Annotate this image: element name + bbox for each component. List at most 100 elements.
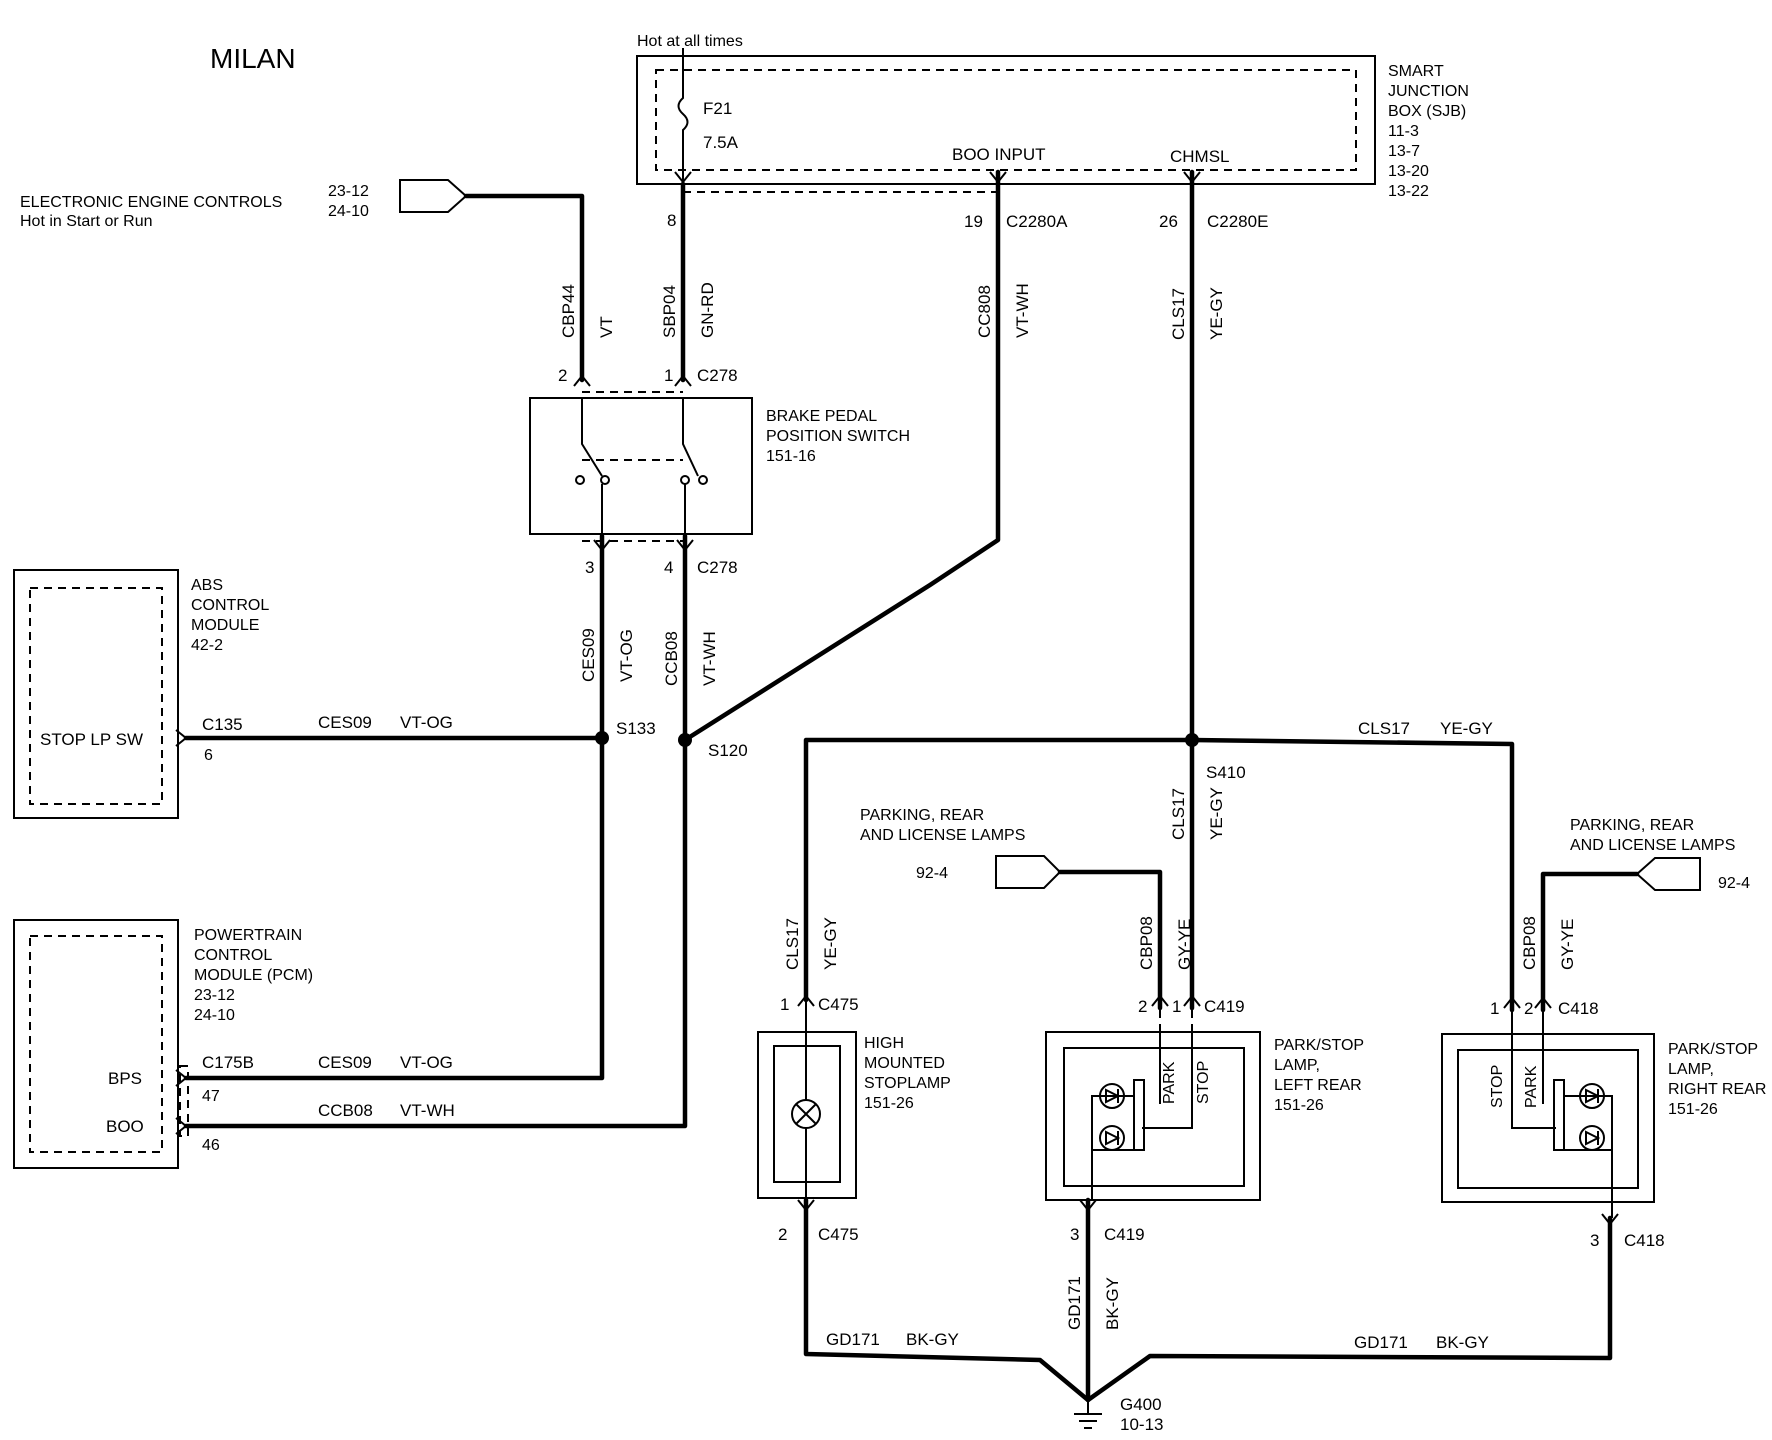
right-park-label: PARK	[1523, 1065, 1540, 1108]
connector-c418-top: C418	[1558, 999, 1599, 1018]
left-lamp-inner	[1063, 1047, 1245, 1187]
connector-c278-bottom: C278	[697, 558, 738, 577]
splice-s133-dot	[595, 731, 609, 745]
chmsl-wire-cls17: CLS17	[783, 918, 802, 970]
abs-inner-outline	[29, 587, 163, 805]
left-led-park-icon	[1099, 1083, 1125, 1109]
bpp-switch-terminal-3	[680, 475, 690, 485]
left-feed-ref: 92-4	[916, 865, 948, 882]
left-pin-3: 3	[1070, 1225, 1079, 1244]
s410-wire-cls17: CLS17	[1358, 719, 1410, 738]
right-label-line-1: PARK/STOP	[1668, 1041, 1758, 1058]
ground-color-left: BK-GY	[906, 1330, 959, 1349]
abs-label-line-2: CONTROL	[191, 597, 269, 614]
ground-g400: GD171 BK-GY GD171 BK-GY GD171 BK-GY G400…	[826, 1276, 1489, 1434]
right-label-line-4: 151-26	[1668, 1101, 1718, 1118]
brake-pedal-position-switch: 2 1 C278 BRAKE PEDAL POSITION SWITCH 151…	[529, 366, 910, 577]
sjb-label: SMART JUNCTION BOX (SJB) 11-3 13-7 13-20…	[1388, 63, 1469, 200]
wire-cls17-chmsl	[803, 737, 1195, 1003]
fuse-f21-name: F21	[703, 99, 732, 118]
chmsl-in-arrow	[797, 994, 815, 1007]
sjb-pin-8: 8	[667, 211, 676, 230]
pcm-label-line-2: CONTROL	[194, 947, 272, 964]
sjb-label-line-5: 13-7	[1388, 143, 1420, 160]
sjb-label-line-1: SMART	[1388, 63, 1444, 80]
abs-wire-ces09: CES09	[318, 713, 372, 732]
label-cbp44: CBP44	[559, 284, 578, 338]
pcm-pin-boo: BOO	[106, 1117, 144, 1136]
wire-cls17-right	[1189, 737, 1515, 1013]
pcm-wire-vt-og: VT-OG	[400, 1053, 453, 1072]
eec-label-line-2: Hot in Start or Run	[20, 213, 153, 230]
label-vt: VT	[597, 316, 616, 338]
smart-junction-box: Hot at all times F21 7.5A BOO INPUT CHMS…	[636, 33, 1469, 231]
chmsl-label-line-1: HIGH	[864, 1035, 904, 1052]
right-wire-gy-ye: GY-YE	[1558, 919, 1577, 970]
right-led-stop-icon	[1579, 1125, 1605, 1151]
pcm-wire-ces09: CES09	[318, 1053, 372, 1072]
splice-s410-label: S410	[1206, 763, 1246, 782]
eec-label-line-1: ELECTRONIC ENGINE CONTROLS	[20, 194, 282, 211]
abs-label-line-3: MODULE	[191, 617, 259, 634]
connector-c2280e: C2280E	[1207, 212, 1268, 231]
left-feed-label-line-2: AND LICENSE LAMPS	[860, 827, 1025, 844]
ground-ref: 10-13	[1120, 1415, 1163, 1434]
left-wire-cbp08: CBP08	[1137, 916, 1156, 970]
bpp-pin-3: 3	[585, 558, 594, 577]
left-pin-2: 2	[1138, 997, 1147, 1016]
left-feed-connector-flag	[995, 855, 1062, 889]
bpp-label-line-1: BRAKE PEDAL	[766, 408, 877, 425]
pcm-outline	[13, 919, 179, 1169]
left-lamp-internal-feeds	[1142, 1032, 1193, 1129]
connector-c419-bottom: C419	[1104, 1225, 1145, 1244]
label-cc808: CC808	[975, 285, 994, 338]
label-cls17: CLS17	[1169, 288, 1188, 340]
eec-connector-flag	[399, 179, 468, 213]
left-wire-cls17: CLS17	[1169, 788, 1188, 840]
bulb-filament	[795, 1103, 817, 1125]
wire-cbp08-left	[1057, 869, 1163, 1011]
pcm-label-line-1: POWERTRAIN	[194, 927, 302, 944]
bpp-label-line-3: 151-16	[766, 448, 816, 465]
sjb-boo-input-label: BOO INPUT	[952, 145, 1046, 164]
left-lamp-filament-frame	[1091, 1095, 1134, 1151]
left-park-label: PARK	[1161, 1061, 1178, 1104]
park-stop-lamp-right-rear: PARKING, REAR AND LICENSE LAMPS 92-4 CBP…	[1441, 817, 1766, 1250]
powertrain-control-module: POWERTRAIN CONTROL MODULE (PCM) 23-12 24…	[13, 919, 455, 1169]
chmsl-out-arrow	[797, 1199, 815, 1212]
pcm-wire-vt-wh: VT-WH	[400, 1101, 455, 1120]
splice-s410-dot	[1185, 733, 1199, 747]
fuse-f21-symbol	[677, 48, 689, 184]
ground-color-right: BK-GY	[1436, 1333, 1489, 1352]
splice-s133-label: S133	[616, 719, 656, 738]
right-out-arrow	[1601, 1213, 1619, 1226]
abs-control-module: ABS CONTROL MODULE 42-2 STOP LP SW C135 …	[13, 569, 656, 819]
right-feed-label-line-1: PARKING, REAR	[1570, 817, 1694, 834]
wire-gd171-left	[803, 1197, 1091, 1403]
bpp-switch-terminal-1	[575, 475, 585, 485]
connector-c175b: C175B	[202, 1053, 254, 1072]
fuse-f21-rating: 7.5A	[703, 133, 739, 152]
right-wire-cbp08: CBP08	[1520, 916, 1539, 970]
c278-bottom-arrows	[593, 539, 694, 552]
pcm-inner-outline	[29, 935, 163, 1153]
left-wire-gy-ye: GY-YE	[1175, 919, 1194, 970]
sjb-label-line-2: JUNCTION	[1388, 83, 1469, 100]
ground-wire-right: GD171	[1354, 1333, 1408, 1352]
right-lamp-internal-feeds	[1511, 1012, 1556, 1129]
label-gn-rd: GN-RD	[698, 282, 717, 338]
high-mounted-stoplamp: CLS17 YE-GY 1 C475 HIGH MOUNTED STOPLAMP…	[757, 917, 951, 1244]
vertical-wire-labels: CBP44 VT SBP04 GN-RD CC808 VT-WH CLS17 Y…	[559, 282, 1226, 686]
left-label-line-3: LEFT REAR	[1274, 1077, 1362, 1094]
chmsl-pin-1: 1	[780, 995, 789, 1014]
bpp-switch-contacts	[581, 398, 699, 477]
pcm-label-line-5: 24-10	[194, 1007, 235, 1024]
pcm-pin-bps: BPS	[108, 1069, 142, 1088]
ground-wire-left: GD171	[826, 1330, 880, 1349]
bpp-pin-4: 4	[664, 558, 673, 577]
sjb-label-line-4: 11-3	[1388, 123, 1419, 140]
sjb-chmsl-label: CHMSL	[1170, 147, 1230, 166]
right-feed-ref: 92-4	[1718, 875, 1750, 892]
right-lamp-bus	[1553, 1079, 1565, 1151]
